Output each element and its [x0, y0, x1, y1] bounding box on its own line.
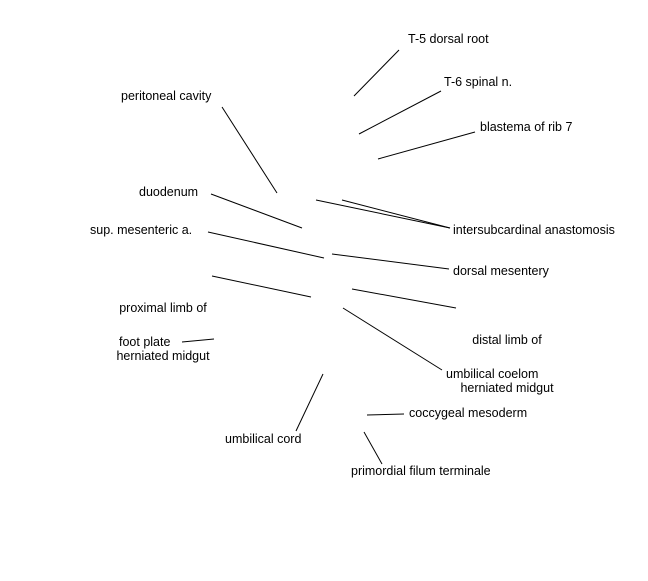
label-umbilical-coelom: umbilical coelom — [446, 367, 539, 381]
leader-umbilical-coelom — [342, 307, 443, 371]
label-coccygeal-mesoderm: coccygeal mesoderm — [409, 406, 528, 420]
label-peritoneal-cavity: peritoneal cavity — [121, 89, 212, 103]
label-intersubcardinal-anastomosis: intersubcardinal anastomosis — [453, 223, 615, 237]
leader-primordial-filum — [363, 431, 383, 465]
leader-dorsal-mesentery — [331, 253, 450, 270]
label-sup-mesenteric-a: sup. mesenteric a. — [90, 223, 193, 237]
label-distal-limb: distal limb of herniated midgut — [451, 300, 563, 428]
label-duodenum: duodenum — [139, 185, 199, 199]
label-proximal-limb-line1: proximal limb of — [119, 301, 207, 315]
leader-coccygeal-mesoderm — [366, 413, 405, 416]
label-foot-plate: foot plate — [119, 335, 171, 349]
leader-duodenum — [210, 193, 303, 229]
label-dorsal-mesentery: dorsal mesentery — [453, 264, 549, 278]
label-t5-dorsal-root: T-5 dorsal root — [408, 32, 489, 46]
label-blastema-rib7: blastema of rib 7 — [480, 120, 573, 134]
leader-t6-spinal-n — [358, 90, 442, 135]
leader-t5-dorsal-root — [353, 49, 400, 97]
leader-foot-plate — [181, 338, 215, 343]
leader-peritoneal-cavity — [221, 106, 278, 194]
label-t6-spinal-n: T-6 spinal n. — [444, 75, 513, 89]
leader-distal-limb — [351, 288, 457, 309]
leader-proximal-limb — [211, 275, 312, 298]
leader-umbilical-cord — [295, 373, 324, 432]
label-primordial-filum-terminale: primordial filum terminale — [351, 464, 491, 478]
label-proximal-limb-line2: herniated midgut — [116, 349, 210, 363]
leader-sup-mesenteric-a — [207, 231, 325, 259]
label-umbilical-cord: umbilical cord — [225, 432, 302, 446]
label-distal-limb-line1: distal limb of — [472, 333, 542, 347]
label-proximal-limb: proximal limb of herniated midgut — [103, 268, 223, 396]
leader-intersubcardinal-b — [315, 199, 451, 229]
leader-blastema-rib7 — [377, 131, 476, 160]
leader-intersubcardinal-a — [341, 199, 451, 229]
label-distal-limb-line2: herniated midgut — [460, 381, 554, 395]
